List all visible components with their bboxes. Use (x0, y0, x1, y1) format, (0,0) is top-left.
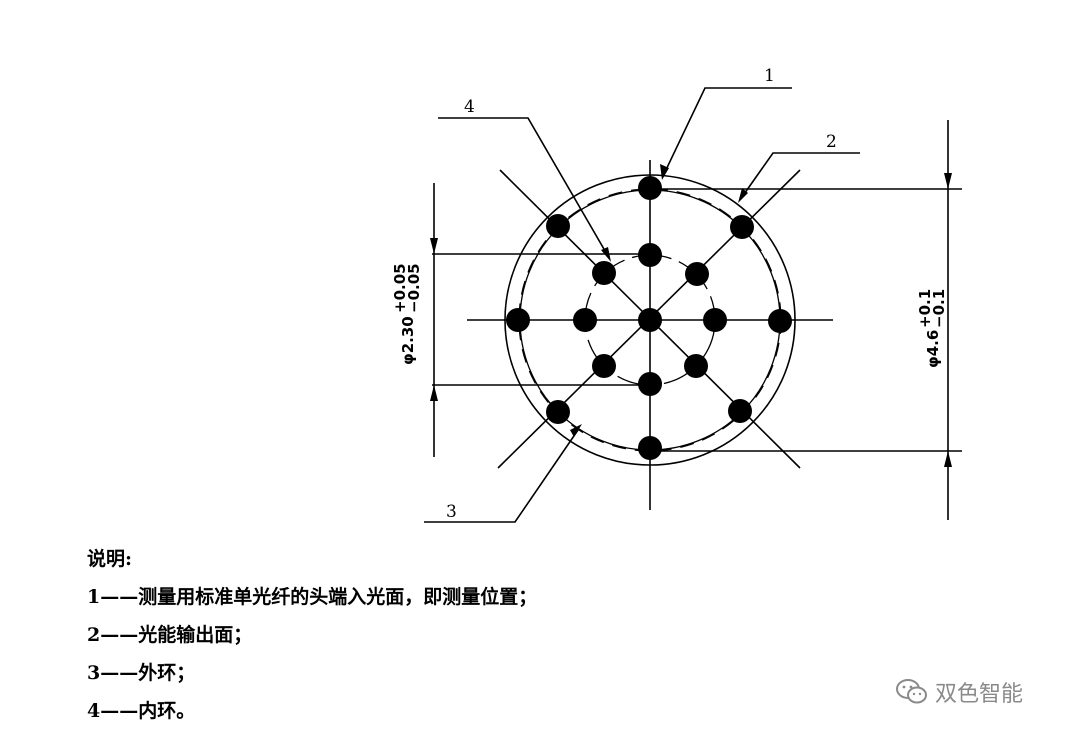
arrow-3 (570, 424, 582, 437)
measure-point (573, 308, 597, 332)
outer-dimension-label: φ4.6 (924, 330, 942, 368)
measure-point (768, 309, 792, 333)
measure-point (685, 262, 709, 286)
outer-tol-lower: −0.1 (930, 289, 948, 328)
measure-point-center (638, 308, 662, 332)
measure-point (703, 308, 727, 332)
legend: 说明: 1——测量用标准单光纤的头端入光面，即测量位置； 2——光能输出面； 3… (87, 540, 537, 730)
inner-dim-arrow-bottom (430, 385, 438, 401)
measure-point (638, 372, 662, 396)
inner-dim-arrow-top (430, 238, 438, 254)
measure-point (592, 261, 616, 285)
measure-point (730, 215, 754, 239)
legend-item: 3——外环； (87, 662, 196, 684)
measure-point (546, 400, 570, 424)
measure-point (728, 399, 752, 423)
inner-tol-upper: +0.05 (391, 263, 409, 313)
watermark: 双色智能 (895, 676, 1023, 708)
callout-label-3: 3 (446, 502, 457, 522)
legend-item: 2——光能输出面； (87, 624, 253, 646)
measure-point (638, 436, 662, 460)
arrow-4 (601, 247, 611, 262)
leader-line-1 (663, 87, 792, 175)
measure-point (684, 354, 708, 378)
legend-item: 4——内环。 (87, 700, 196, 722)
measure-point (592, 354, 616, 378)
callout-label-2: 2 (826, 132, 837, 152)
legend-item: 1——测量用标准单光纤的头端入光面，即测量位置； (87, 586, 538, 608)
inner-dimension-label: φ2.30 (399, 316, 417, 365)
callout-label-4: 4 (464, 97, 475, 117)
leader-line-3 (424, 429, 579, 523)
outer-dim-arrow-top (944, 173, 952, 189)
measure-point (638, 176, 662, 200)
legend-title: 说明: (87, 548, 133, 570)
measure-point (546, 214, 570, 238)
leader-line-4 (438, 117, 609, 257)
measure-point (638, 243, 662, 267)
watermark-text: 双色智能 (935, 682, 1024, 707)
outer-tol-upper: +0.1 (916, 289, 934, 328)
callout-label-1: 1 (764, 66, 775, 86)
arrow-2 (738, 188, 748, 203)
inner-tol-lower: −0.05 (405, 263, 423, 313)
measure-point (506, 308, 530, 332)
arrow-1 (660, 164, 669, 180)
outer-dim-arrow-bottom (944, 451, 952, 467)
leader-line-2 (741, 152, 860, 198)
wechat-icon (896, 679, 927, 704)
